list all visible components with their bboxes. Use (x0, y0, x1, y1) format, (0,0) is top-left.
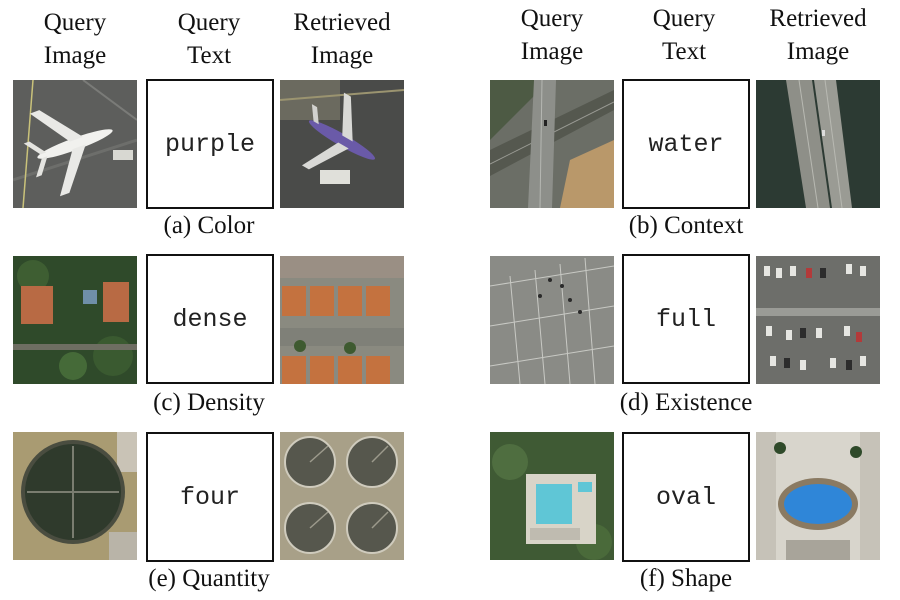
retrieved-image-four-tanks (280, 432, 404, 560)
query-image-rectangular-pool (490, 432, 614, 560)
caption-color: (a) Color (163, 212, 255, 239)
caption-density: (c) Density (153, 389, 265, 416)
header-query-text-left: Query Text (177, 9, 241, 69)
query-text-box: oval (622, 432, 750, 562)
header-query-image-right: Query Image (520, 5, 584, 65)
query-text-box: four (146, 432, 274, 562)
retrieved-image-dense-houses (280, 256, 404, 384)
query-image-single-tank (13, 432, 137, 560)
retrieved-image-oval-pool (756, 432, 880, 560)
header-query-text-right: Query Text (652, 5, 716, 65)
header-retrieved-image-left: Retrieved Image (293, 9, 391, 69)
caption-existence: (d) Existence (619, 389, 753, 416)
query-text-value: water (648, 129, 724, 159)
query-image-sparse-houses (13, 256, 137, 384)
query-text-value: full (655, 304, 716, 334)
header-retrieved-image-right: Retrieved Image (769, 5, 867, 65)
query-text-box: purple (146, 79, 274, 209)
query-image-airplane (13, 80, 137, 208)
retrieved-image-bridge-over-water (756, 80, 880, 208)
retrieved-image-full-parking (756, 256, 880, 384)
caption-shape: (f) Shape (639, 565, 733, 592)
query-text-box: dense (146, 254, 274, 384)
caption-quantity: (e) Quantity (148, 565, 270, 592)
header-query-image-left: Query Image (43, 9, 107, 69)
query-text-value: dense (172, 304, 248, 334)
query-text-value: purple (164, 129, 255, 159)
query-text-value: oval (655, 482, 716, 512)
caption-context: (b) Context (628, 212, 744, 239)
query-text-box: full (622, 254, 750, 384)
query-text-value: four (179, 482, 240, 512)
query-text-box: water (622, 79, 750, 209)
retrieved-image-purple-airplane (280, 80, 404, 208)
query-image-highway-bridge (490, 80, 614, 208)
query-image-empty-parking (490, 256, 614, 384)
